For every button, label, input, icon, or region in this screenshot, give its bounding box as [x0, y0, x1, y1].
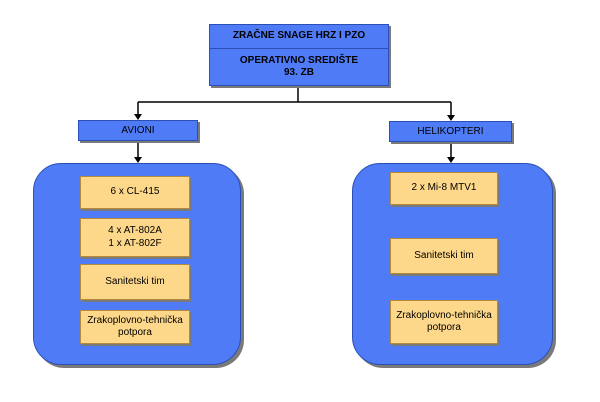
item-line: potpora: [427, 322, 461, 333]
item-line: potpora: [118, 327, 152, 338]
root-node: ZRAČNE SNAGE HRZ I PZO OPERATIVNO SREDIŠ…: [209, 24, 389, 86]
root-subtitle-line1: OPERATIVNO SREDIŠTE: [239, 54, 359, 66]
item-line: Zrakoplovno-tehnička: [396, 309, 492, 321]
root-divider: [210, 48, 388, 49]
item-line: Sanitetski tim: [414, 249, 474, 261]
branch-node-helikopteri: HELIKOPTERI: [389, 121, 512, 142]
root-subtitle: OPERATIVNO SREDIŠTE 93. ZB: [210, 49, 388, 85]
item-helikopteri-tehnicka-potpora: Zrakoplovno-tehnička potpora: [390, 300, 498, 344]
item-line: Zrakoplovno-tehnička: [87, 314, 183, 326]
arrow-left-panel: [134, 157, 142, 163]
item-line: 6 x CL-415: [110, 186, 160, 198]
branch-node-avioni: AVIONI: [78, 120, 198, 141]
item-avioni-tehnicka-potpora: Zrakoplovno-tehnička potpora: [80, 310, 190, 344]
item-helikopteri-sanitetski-tim: Sanitetski tim: [390, 238, 498, 274]
item-avioni-at802: 4 x AT-802A 1 x AT-802F: [80, 218, 190, 257]
root-title: ZRAČNE SNAGE HRZ I PZO: [232, 30, 366, 42]
item-helikopteri-mi8: 2 x Mi-8 MTV1: [390, 172, 498, 205]
root-subtitle-line2: 93. ZB: [283, 67, 314, 78]
arrow-right-panel: [447, 157, 455, 163]
item-line: 1 x AT-802F: [108, 237, 162, 249]
item-line: 2 x Mi-8 MTV1: [411, 182, 477, 194]
item-avioni-sanitetski-tim: Sanitetski tim: [80, 264, 190, 300]
item-avioni-cl415: 6 x CL-415: [80, 176, 190, 209]
item-line: Sanitetski tim: [105, 275, 165, 287]
arrow-left-branch: [134, 114, 142, 120]
item-line: 4 x AT-802A: [108, 225, 162, 236]
arrow-right-branch: [447, 115, 455, 121]
